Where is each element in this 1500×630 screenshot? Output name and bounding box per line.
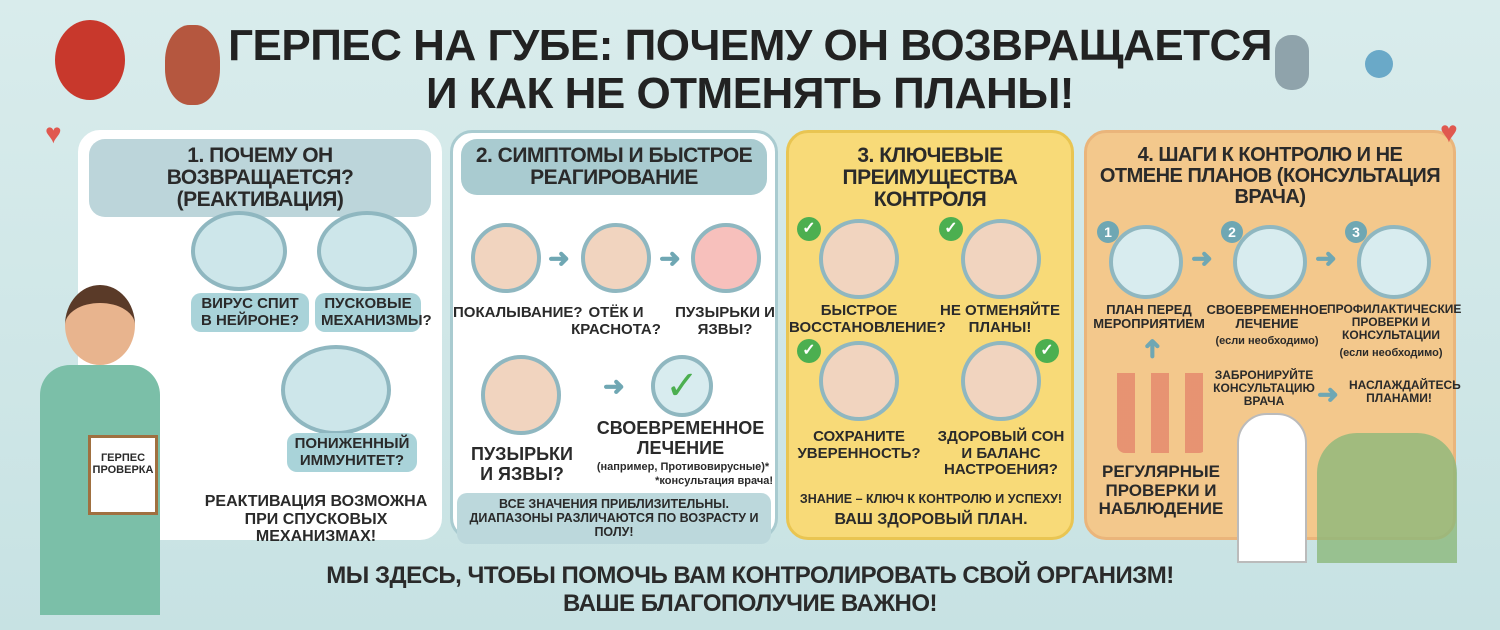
benefits-footer-1: ЗНАНИЕ – КЛЮЧ К КОНТРОЛЮ И УСПЕХУ! xyxy=(799,492,1063,506)
label-blisters-2: ПУЗЫРЬКИ И ЯЗВЫ? xyxy=(471,444,573,484)
treatment-footnote: *консультация врача! xyxy=(655,475,773,487)
arrow-right-icon: ➜ xyxy=(603,371,625,401)
reactivation-note: РЕАКТИВАЦИЯ ВОЗМОЖНА ПРИ СПУСКОВЫХ МЕХАН… xyxy=(204,493,428,546)
tingling-face-icon xyxy=(471,223,541,293)
molecule-icon xyxy=(1365,50,1393,78)
blister-face-icon xyxy=(481,355,561,435)
doctor-illustration xyxy=(1237,413,1307,563)
label-swelling: ОТЁК И КРАСНОТА? xyxy=(571,304,661,338)
label-triggers: ПУСКОВЫЕ МЕХАНИЗМЫ? xyxy=(315,293,432,332)
label-tingling: ПОКАЛЫВАНИЕ? xyxy=(453,304,583,321)
confidence-icon xyxy=(819,341,899,421)
step-1-label: ПЛАН ПЕРЕД МЕРОПРИЯТИЕМ xyxy=(1093,302,1205,332)
blisters-icon xyxy=(691,223,761,293)
check-icon: ✓ xyxy=(797,217,821,241)
check-icon: ✓ xyxy=(1035,339,1059,363)
step-2-note: (если необходимо) xyxy=(1215,335,1319,347)
checkmark-icon: ✓ xyxy=(651,355,713,417)
arrow-right-icon: ➜ xyxy=(548,243,570,273)
nurse-illustration: ГЕРПЕС ПРОВЕРКА xyxy=(30,285,170,615)
step-2-number: 2 xyxy=(1221,221,1243,243)
friends-icon xyxy=(961,219,1041,299)
blood-cell-mascot-icon xyxy=(55,20,125,100)
title-line-1: ГЕРПЕС НА ГУБЕ: ПОЧЕМУ ОН ВОЗВРАЩАЕТСЯ xyxy=(228,21,1272,70)
disclaimer: ВСЕ ЗНАЧЕНИЯ ПРИБЛИЗИТЕЛЬНЫ. ДИАПАЗОНЫ Р… xyxy=(457,493,771,545)
step-3-number: 3 xyxy=(1345,221,1367,243)
swelling-face-icon xyxy=(581,223,651,293)
arrow-right-icon: ➜ xyxy=(1191,243,1213,273)
label-treatment: СВОЕВРЕМЕННОЕ ЛЕЧЕНИЕ xyxy=(596,418,765,458)
footer-line-1: МЫ ЗДЕСЬ, ЧТОБЫ ПОМОЧЬ ВАМ КОНТРОЛИРОВАТ… xyxy=(326,562,1174,589)
step-3-label: ПРОФИЛАКТИЧЕСКИЕ ПРОВЕРКИ И КОНСУЛЬТАЦИИ xyxy=(1327,302,1462,343)
microphone-icon xyxy=(1275,35,1309,90)
label-confidence: СОХРАНИТЕ УВЕРЕННОСТЬ? xyxy=(797,428,921,462)
plan-checklist-icon xyxy=(1109,225,1183,299)
panel-reactivation: 1. ПОЧЕМУ ОН ВОЗВРАЩАЕТСЯ? (РЕАКТИВАЦИЯ)… xyxy=(78,130,442,545)
panel-symptoms: 2. СИМПТОМЫ И БЫСТРОЕ РЕАГИРОВАНИЕ ➜ ➜ П… xyxy=(450,130,778,545)
step-3-note: (если необходимо) xyxy=(1339,347,1443,359)
footer-line-2: ВАШЕ БЛАГОПОЛУЧИЕ ВАЖНО! xyxy=(562,589,938,617)
arrow-up-icon: ➜ xyxy=(1136,337,1167,360)
label-virus-sleeps: ВИРУС СПИТ В НЕЙРОНЕ? xyxy=(191,293,309,332)
clipboard-label: ГЕРПЕС ПРОВЕРКА xyxy=(88,435,158,515)
panel-steps: 4. ШАГИ К КОНТРОЛЮ И НЕ ОТМЕНЕ ПЛАНОВ (К… xyxy=(1084,130,1462,563)
sleeping-virus-icon xyxy=(191,211,287,291)
arrow-right-icon: ➜ xyxy=(659,243,681,273)
step-2-label: СВОЕВРЕМЕННОЕ ЛЕЧЕНИЕ xyxy=(1206,302,1328,332)
benefits-footer-2: ВАШ ЗДОРОВЫЙ ПЛАН. xyxy=(834,511,1028,528)
panel-2-header: 2. СИМПТОМЫ И БЫСТРОЕ РЕАГИРОВАНИЕ xyxy=(461,139,767,196)
arrow-right-icon: ➜ xyxy=(1315,243,1337,273)
label-keep-plans: НЕ ОТМЕНЯЙТЕ ПЛАНЫ! xyxy=(940,302,1060,336)
shield-icon xyxy=(281,345,391,435)
panel-benefits: 3. КЛЮЧЕВЫЕ ПРЕИМУЩЕСТВА КОНТРОЛЯ ✓ ✓ БЫ… xyxy=(786,130,1074,540)
label-blisters: ПУЗЫРЬКИ И ЯЗВЫ? xyxy=(675,304,775,338)
sleep-icon xyxy=(961,341,1041,421)
treatment-note: (например, Противовирусные)* xyxy=(596,461,770,473)
book-consultation: ЗАБРОНИРУЙТЕ КОНСУЛЬТАЦИЮ ВРАЧА xyxy=(1213,368,1315,409)
arrow-right-icon: ➜ xyxy=(1317,379,1339,409)
regular-checkups: РЕГУЛЯРНЫЕ ПРОВЕРКИ И НАБЛЮДЕНИЕ xyxy=(1098,462,1224,519)
panel-4-header: 4. ШАГИ К КОНТРОЛЮ И НЕ ОТМЕНЕ ПЛАНОВ (К… xyxy=(1099,144,1441,208)
kidney-mascot-icon xyxy=(165,25,220,105)
enjoy-plans: НАСЛАЖДАЙТЕСЬ ПЛАНАМИ! xyxy=(1349,378,1461,406)
footer-message: МЫ ЗДЕСЬ, ЧТОБЫ ПОМОЧЬ ВАМ КОНТРОЛИРОВАТ… xyxy=(200,562,1300,617)
label-sleep: ЗДОРОВЫЙ СОН И БАЛАНС НАСТРОЕНИЯ? xyxy=(937,428,1065,478)
triggers-icon xyxy=(317,211,417,291)
medicine-icon xyxy=(1233,225,1307,299)
family-illustration xyxy=(1317,433,1457,563)
recovery-icon xyxy=(819,219,899,299)
test-tubes-icon xyxy=(1117,373,1207,453)
title-line-2: И КАК НЕ ОТМЕНЯТЬ ПЛАНЫ! xyxy=(426,69,1074,119)
panel-3-header: 3. КЛЮЧЕВЫЕ ПРЕИМУЩЕСТВА КОНТРОЛЯ xyxy=(842,144,1018,212)
checkup-clipboard-icon xyxy=(1357,225,1431,299)
panel-1-header: 1. ПОЧЕМУ ОН ВОЗВРАЩАЕТСЯ? (РЕАКТИВАЦИЯ) xyxy=(89,139,431,218)
label-low-immunity: ПОНИЖЕННЫЙ ИММУНИТЕТ? xyxy=(287,433,417,472)
label-recovery: БЫСТРОЕ ВОССТАНОВЛЕНИЕ? xyxy=(789,302,946,336)
check-icon: ✓ xyxy=(939,217,963,241)
check-icon: ✓ xyxy=(797,339,821,363)
heart-icon: ♥ xyxy=(1440,116,1458,149)
step-1-number: 1 xyxy=(1097,221,1119,243)
heart-icon: ♥ xyxy=(45,118,62,149)
